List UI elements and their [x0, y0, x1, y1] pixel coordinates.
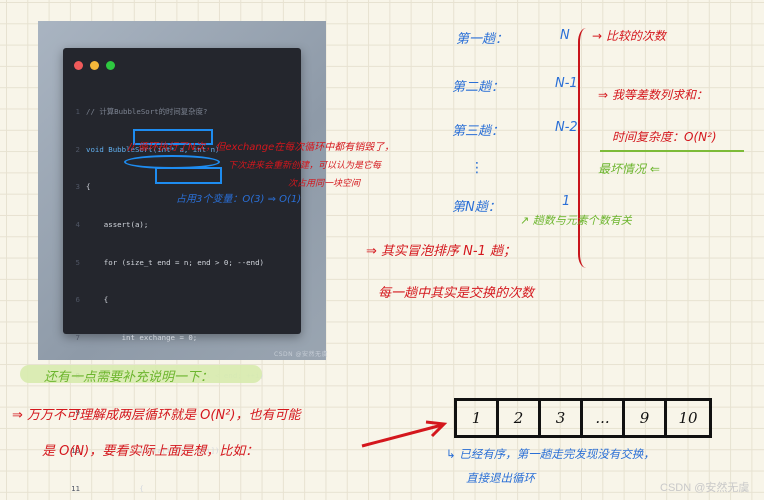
extra-heading: 还有一点需要补充说明一下： — [44, 370, 214, 385]
pass-3-count: N-2 — [555, 120, 578, 135]
code-line: 11 { — [71, 483, 144, 493]
code-line: 5 for (size_t end = n; end > 0; --end) — [75, 257, 264, 267]
compare-count-note: → 比较的次数 — [592, 29, 666, 43]
csdn-watermark: CSDN @安然无虞 — [660, 482, 750, 494]
window-minimize-dot-icon — [90, 61, 99, 70]
code-line: 10 if (a[i-1] > a[i]) — [71, 445, 220, 455]
code-line: 9 { — [75, 408, 127, 418]
array-cell: 9 — [625, 401, 667, 435]
array-diagram: 1 2 3 ... 9 10 — [454, 398, 712, 438]
extra-line-1: ⇒ 万万不可理解成两层循环就是 O(N²)，也有可能 — [12, 408, 301, 423]
pass-ellipsis: ⋮ — [470, 160, 484, 176]
array-cell: 10 — [678, 409, 698, 427]
code-line: 7 int exchange = 0; — [75, 332, 198, 342]
code-line: 4 assert(a); — [75, 220, 149, 230]
code-line: 6 { — [75, 295, 109, 305]
array-cell: 1 — [457, 401, 499, 435]
pass-n-count: 1 — [562, 194, 571, 209]
green-underline — [600, 150, 744, 152]
arithmetic-series-note: ⇒ 我等差数列求和： — [598, 88, 708, 102]
array-cell: 2 — [499, 401, 541, 435]
code-line: 1// 计算BubbleSort的时间复杂度? — [75, 107, 208, 117]
extra-line-2: 是 O(N)，要看实际上面是想，比如： — [42, 444, 259, 459]
array-note-2: 直接退出循环 — [466, 471, 535, 485]
worst-case-note: 最坏情况 ⇐ — [598, 162, 660, 176]
window-maximize-dot-icon — [106, 61, 115, 70]
pass-2-count: N-1 — [555, 76, 578, 91]
highlight-box-size-t-i — [155, 167, 222, 184]
screenshot-watermark: CSDN @安然无虞 — [274, 351, 329, 358]
code-line: 3{ — [75, 182, 91, 192]
summary-line-2: 每一趟中其实是交换的次数 — [378, 286, 535, 301]
code-editor-window — [63, 48, 301, 334]
pass-2-label: 第二趟： — [452, 80, 505, 95]
array-note-1: ↳ 已经有序，第一趟走完发现没有交换， — [446, 447, 655, 461]
annotation-loop-note-3: 次占用同一块空间 — [288, 179, 361, 189]
time-complexity-note: 时间复杂度：O(N²) — [612, 130, 717, 144]
annotation-loop-note-1: // 循环执行了N次，但exchange在每次循环中都有销毁了， — [128, 142, 395, 153]
annotation-space-note: 占用3个变量：O(3) ⇒ O(1) — [176, 194, 302, 205]
pass-1-count: N — [560, 28, 570, 43]
highlight-box-size-t-end — [133, 129, 213, 145]
array-cell: 3 — [541, 401, 583, 435]
window-close-dot-icon — [74, 61, 83, 70]
arrow-to-array-icon — [361, 420, 448, 448]
passes-related-note: ↗ 趟数与元素个数有关 — [520, 214, 632, 227]
pass-1-label: 第一趟： — [456, 32, 509, 47]
pass-n-label: 第N趟： — [452, 200, 501, 215]
summary-line-1: ⇒ 其实冒泡排序 N-1 趟； — [366, 244, 516, 259]
array-cell: ... — [583, 401, 625, 435]
annotation-loop-note-2: 下次进来会重新创建，可以认为是它每 — [228, 161, 382, 171]
green-highlight — [20, 365, 262, 383]
right-brace — [578, 28, 588, 268]
pass-3-label: 第三趟： — [452, 124, 505, 139]
